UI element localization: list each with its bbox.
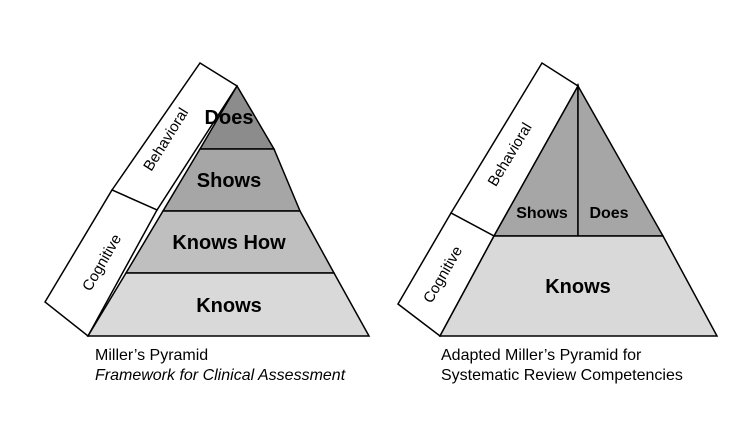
right-label-does: Does <box>589 205 628 222</box>
left-caption-title: Miller’s Pyramid <box>95 347 209 364</box>
right-pyramid: Shows Does Knows Behavioral Cognitive <box>397 61 719 338</box>
right-caption-title: Adapted Miller’s Pyramid for <box>441 347 642 364</box>
left-label-shows: Shows <box>197 170 261 192</box>
left-label-does: Does <box>205 107 254 129</box>
left-label-knows: Knows <box>196 295 262 317</box>
left-caption: Miller’s Pyramid Framework for Clinical … <box>95 346 345 386</box>
left-label-knows-how: Knows How <box>172 232 286 254</box>
right-caption-subtitle: Systematic Review Competencies <box>441 367 683 384</box>
right-label-shows: Shows <box>516 205 568 222</box>
left-tier-knows <box>86 272 371 337</box>
right-tier-knows <box>438 235 719 337</box>
left-side-cognitive-panel <box>44 189 159 338</box>
left-pyramid: Does Shows Knows How Knows Behavioral Co… <box>44 61 371 338</box>
left-caption-subtitle: Framework for Clinical Assessment <box>95 367 346 384</box>
right-label-knows: Knows <box>545 276 611 298</box>
right-caption: Adapted Miller’s Pyramid for Systematic … <box>441 346 683 386</box>
